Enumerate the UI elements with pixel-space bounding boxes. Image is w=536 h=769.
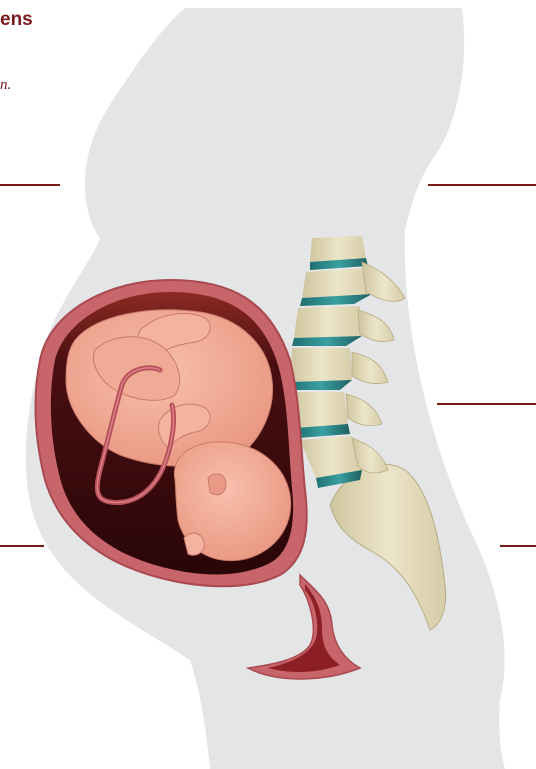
fetus-hand [184, 533, 204, 555]
vertebra [290, 348, 352, 382]
vertebra [310, 236, 366, 262]
vertebra [302, 268, 372, 298]
vertebra [294, 306, 362, 338]
fetus-ear [208, 474, 226, 495]
